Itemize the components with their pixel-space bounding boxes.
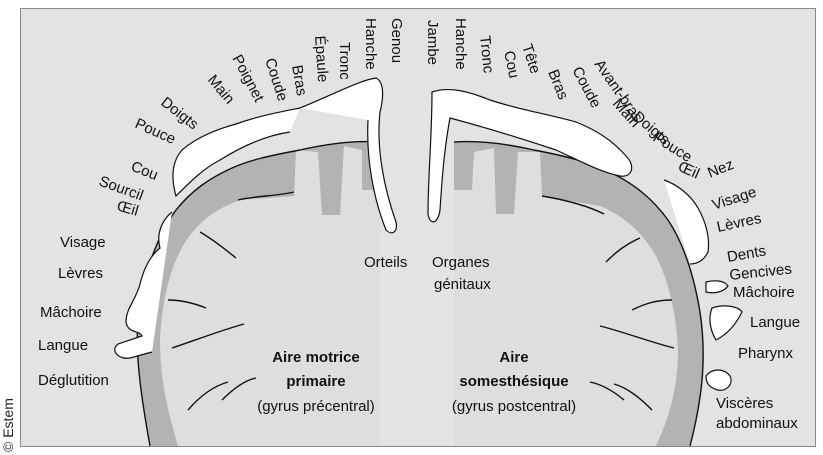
label-sensory-langue: Langue	[750, 314, 800, 331]
sensory-title-line1: Aire	[499, 349, 528, 366]
label-motor-machoire: Mâchoire	[40, 304, 102, 321]
label-motor-bras: Bras	[288, 64, 310, 97]
label-sensory-pharynx: Pharynx	[738, 345, 794, 362]
label-motor-hanche: Hanche	[362, 18, 379, 70]
copyright-text: © Estem	[0, 398, 16, 452]
label-sensory-tronc: Tronc	[476, 35, 497, 75]
label-motor-visage: Visage	[60, 234, 106, 251]
sensory-homunculus-jaw	[706, 281, 728, 293]
label-sensory-bras: Bras	[544, 67, 571, 102]
label-sensory-nez: Nez	[705, 156, 736, 182]
label-sensory-visceres: Viscères	[716, 395, 773, 412]
label-sensory-dents: Dents	[726, 242, 768, 266]
motor-title-line1: Aire motrice	[272, 349, 360, 366]
label-sensory-abdominaux: abdominaux	[716, 415, 798, 432]
label-motor-epaule: Épaule	[311, 35, 331, 83]
label-motor-levres: Lèvres	[58, 265, 103, 282]
label-motor-pouce: Pouce	[132, 115, 178, 148]
motor-subtitle: (gyrus précentral)	[257, 398, 375, 415]
sensory-subtitle: (gyrus postcentral)	[452, 398, 576, 415]
label-sensory-organes: Organes	[432, 254, 490, 271]
label-motor-langue: Langue	[38, 337, 88, 354]
label-motor-orteils: Orteils	[364, 254, 407, 271]
label-sensory-machoire: Mâchoire	[733, 284, 795, 301]
label-sensory-cou: Cou	[500, 49, 522, 79]
label-motor-cou: Cou	[129, 158, 161, 184]
motor-title-line2: primaire	[286, 373, 345, 390]
sensory-homunculus-tongue	[710, 306, 742, 340]
sensory-homunculus-intestine	[706, 370, 731, 390]
label-sensory-genitaux: génitaux	[434, 276, 491, 293]
label-sensory-hanche: Hanche	[452, 18, 469, 70]
sensory-title-line2: somesthésique	[459, 373, 568, 390]
label-sensory-jambe: Jambe	[424, 20, 441, 65]
label-sensory-visage: Visage	[710, 184, 759, 214]
label-motor-tronc: Tronc	[336, 42, 353, 80]
label-motor-deglutition: Déglutition	[38, 372, 109, 389]
label-sensory-levres: Lèvres	[715, 210, 763, 236]
label-motor-main: Main	[204, 72, 238, 108]
label-motor-genou: Genou	[388, 18, 405, 63]
